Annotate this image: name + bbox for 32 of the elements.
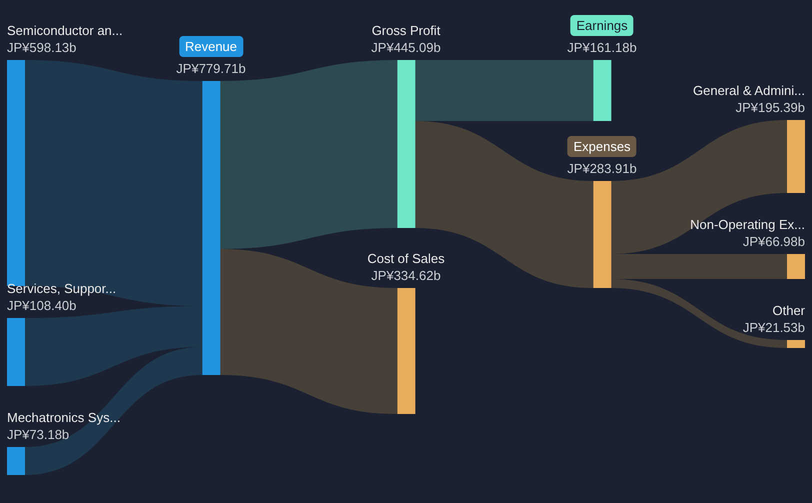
value-label: JP¥73.18b: [7, 426, 70, 443]
node-label: Non-Operating Ex...: [690, 216, 805, 233]
value-label: JP¥21.53b: [742, 319, 805, 336]
value-label: JP¥161.18b: [567, 39, 637, 56]
flow-ribbon: [25, 306, 202, 386]
flow-ribbon: [220, 249, 397, 414]
node-label: Other: [772, 302, 805, 319]
badge-label: Revenue: [178, 36, 244, 57]
node-label: Gross Profit: [372, 22, 440, 39]
value-label: JP¥195.39b: [736, 99, 805, 116]
value-label: JP¥283.91b: [567, 160, 637, 177]
flow-ribbon: [611, 120, 787, 254]
flow-ribbon: [611, 279, 787, 348]
flow-ribbon: [25, 347, 202, 475]
value-label: JP¥66.98b: [742, 233, 805, 250]
node-label: Mechatronics Sys...: [7, 409, 120, 426]
flow-ribbon: [415, 121, 593, 288]
flow-ribbon: [25, 60, 202, 306]
flow-ribbon: [415, 60, 593, 121]
node-label: General & Admini...: [693, 82, 805, 99]
value-label: JP¥108.40b: [7, 297, 76, 314]
value-label: JP¥598.13b: [7, 39, 76, 56]
badge-label: Earnings: [570, 15, 634, 36]
node-label: Cost of Sales: [367, 250, 445, 267]
node-label: Semiconductor an...: [7, 22, 123, 39]
flow-ribbon: [220, 60, 397, 249]
flow-ribbon: [611, 254, 787, 279]
badge-label: Expenses: [567, 136, 637, 157]
value-label: JP¥334.62b: [371, 267, 441, 284]
node-label: Services, Suppor...: [7, 280, 116, 297]
value-label: JP¥445.09b: [371, 39, 441, 56]
value-label: JP¥779.71b: [176, 60, 246, 77]
